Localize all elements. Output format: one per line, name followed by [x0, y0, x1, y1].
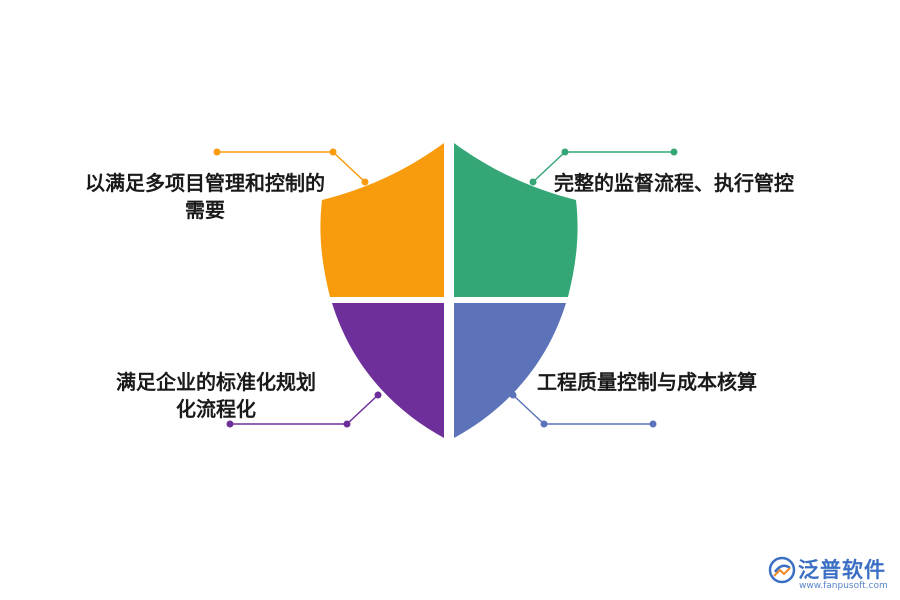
connector-top-left	[213, 148, 369, 186]
label-top-left-line1: 以满足多项目管理和控制的	[85, 171, 325, 195]
label-top-right: 完整的监督流程、执行管控	[554, 170, 794, 197]
label-bottom-right: 工程质量控制与成本核算	[537, 369, 757, 396]
connector-top-right	[529, 148, 678, 186]
label-bottom-left-line1: 满足企业的标准化规划	[116, 370, 316, 394]
connector-bottom-left	[226, 391, 382, 428]
quadrant-top-left	[320, 143, 444, 297]
label-bottom-left-line2: 化流程化	[176, 397, 256, 421]
logo-url: www.fanpusoft.com	[799, 581, 888, 591]
quadrant-bottom-right	[454, 303, 566, 438]
quadrant-top-right	[454, 143, 578, 297]
quadrant-bottom-left	[332, 303, 444, 438]
label-bottom-left: 满足企业的标准化规划 化流程化	[96, 369, 336, 423]
label-top-right-line1: 完整的监督流程、执行管控	[554, 171, 794, 195]
logo-mark-icon	[768, 556, 796, 584]
label-top-left-line2: 需要	[185, 198, 225, 222]
connector-bottom-right	[509, 391, 657, 428]
label-top-left: 以满足多项目管理和控制的 需要	[55, 170, 355, 224]
label-bottom-right-line1: 工程质量控制与成本核算	[537, 370, 757, 394]
brand-logo: 泛普软件 www.fanpusoft.com	[768, 554, 892, 594]
logo-name: 泛普软件	[798, 558, 886, 582]
